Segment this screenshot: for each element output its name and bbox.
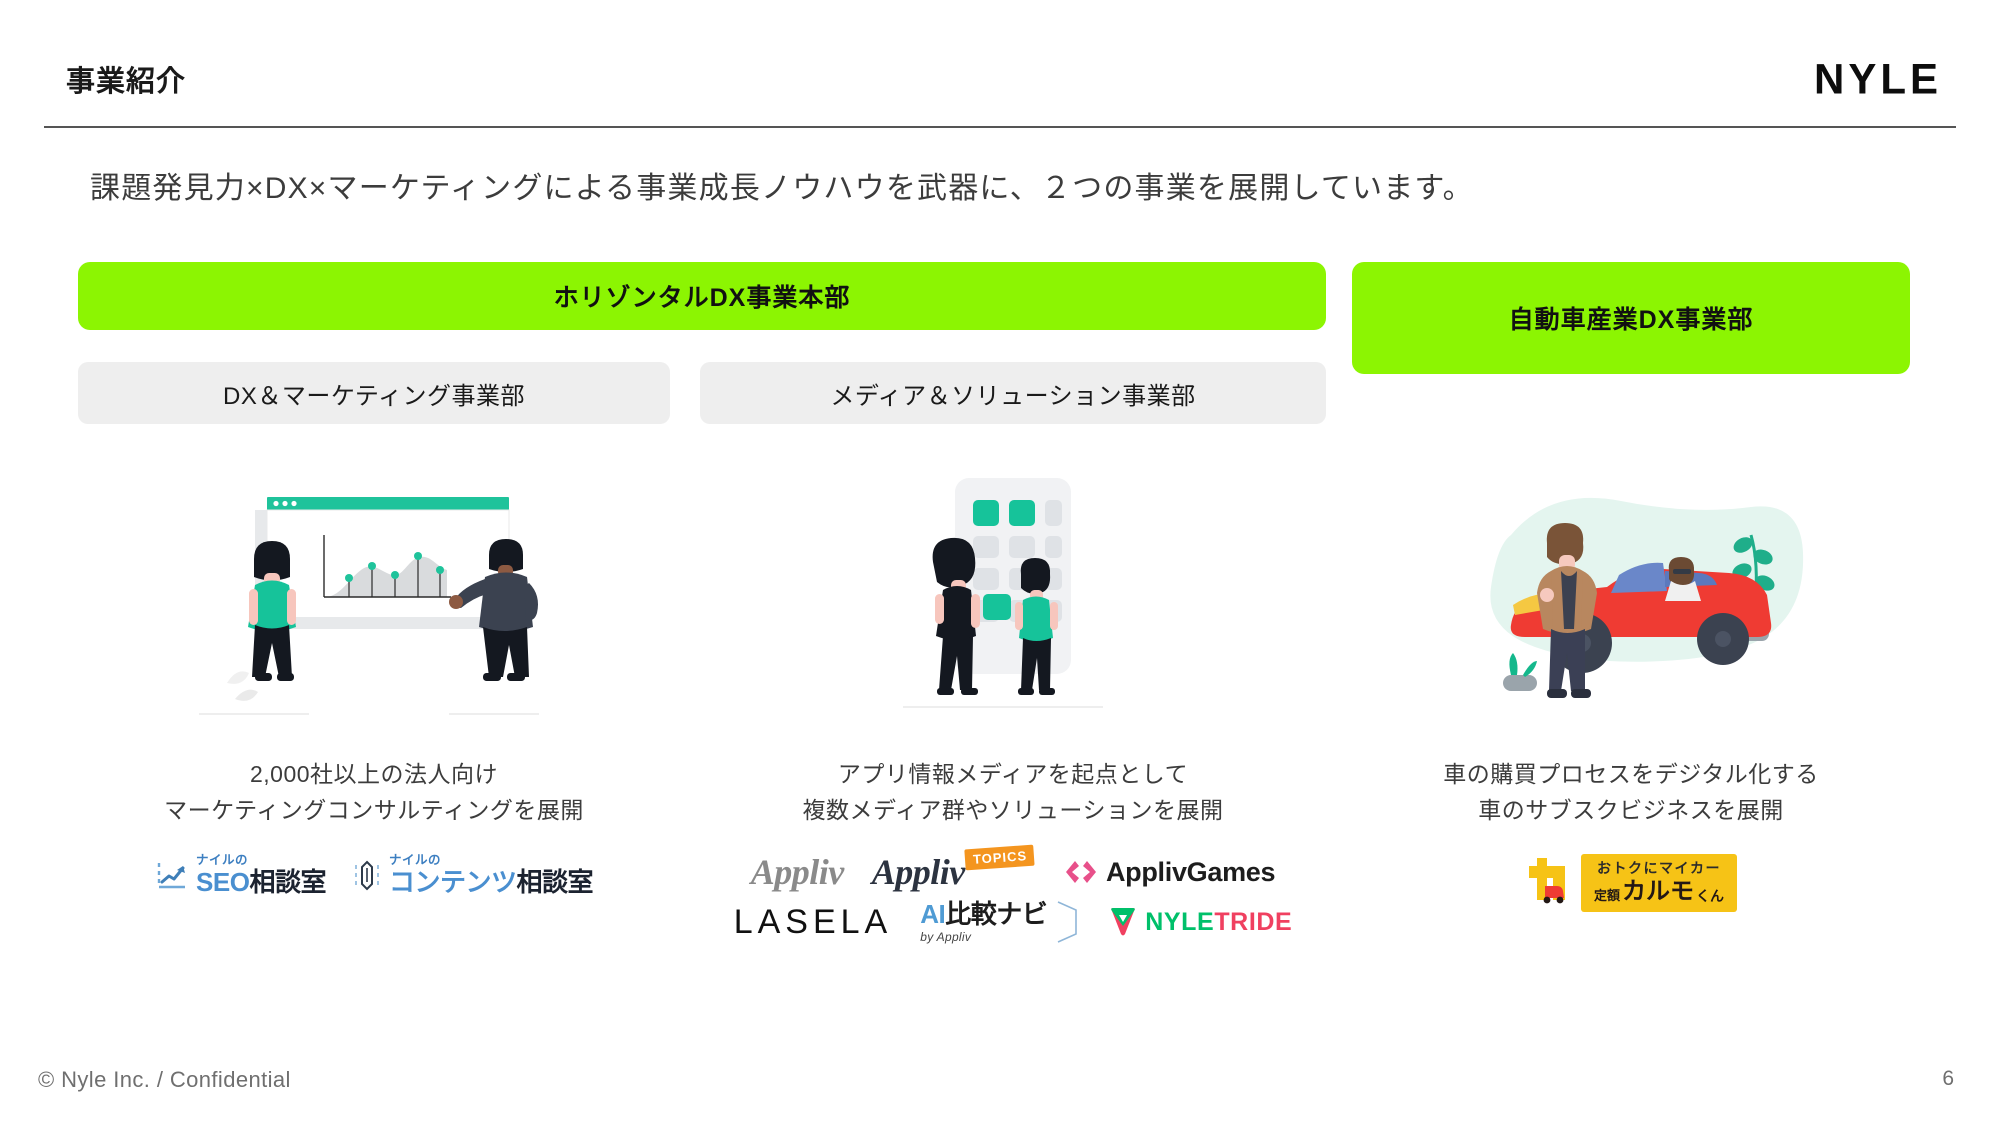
logo-karumo-kun: おトクにマイカー 定額カルモくん	[1525, 854, 1737, 913]
group-header-horizontal-dx: ホリゾンタルDX事業本部	[78, 262, 1326, 330]
line-chart-icon	[157, 862, 186, 888]
page-title: 事業紹介	[66, 66, 187, 98]
column-dx-marketing-logos: ナイルの SEO相談室 ナイルの コンテンツ相談室	[78, 854, 670, 895]
caption-line-1: 2,000社以上の法人向け	[249, 761, 499, 787]
caption-line-1: アプリ情報メディアを起点として	[837, 761, 1189, 787]
column-dx-marketing: 2,000社以上の法人向け マーケティングコンサルティングを展開 ナイルの SE…	[78, 455, 670, 895]
column-automotive-dx-logos: おトクにマイカー 定額カルモくん	[1352, 854, 1910, 913]
logo-contents-main: コンテンツ相談室	[388, 866, 594, 897]
column-media-solution-logos: Appliv Appliv TOPICS ApplivGames LASELA …	[700, 844, 1326, 946]
bracket-icon	[1057, 901, 1078, 944]
logo-karumo-suffix: くん	[1696, 888, 1724, 905]
presentation-chart-illustration	[78, 455, 670, 735]
logo-appliv: Appliv	[750, 852, 845, 893]
logo-contents-sub: ナイルの	[388, 853, 441, 868]
logo-karumo-prefix: 定額	[1593, 888, 1620, 904]
caption-line-2: マーケティングコンサルティングを展開	[164, 796, 584, 823]
logo-karumo-bottom: 定額カルモくん	[1594, 880, 1724, 904]
footer-copyright: © Nyle Inc. / Confidential	[38, 1067, 291, 1092]
division-bar-media-solution: メディア＆ソリューション事業部	[700, 362, 1326, 424]
column-automotive-dx: 車の購買プロセスをデジタル化する 車のサブスクビジネスを展開 おトクにマイカー …	[1352, 455, 1910, 913]
logo-seo-sub: ナイルの	[196, 853, 249, 868]
caption-line-2: 車のサブスクビジネスを展開	[1478, 796, 1784, 823]
logo-ai-hikaku-navi: AI比較ナビ by Appliv	[920, 898, 1080, 946]
diamond-link-icon	[1065, 861, 1096, 884]
column-media-solution-caption: アプリ情報メディアを起点として 複数メディア群やソリューションを展開	[700, 757, 1326, 828]
pencil-icon	[354, 860, 379, 890]
logo-row-1: Appliv Appliv TOPICS ApplivGames	[700, 844, 1326, 893]
caption-line-2: 複数メディア群やソリューションを展開	[802, 796, 1224, 823]
nyle-brand-logo: NYLE	[1813, 54, 1942, 103]
logo-karumo-top: おトクにマイカー	[1596, 860, 1721, 877]
slide-header: 事業紹介 NYLE	[0, 0, 2000, 128]
logo-appliv-games-word: ApplivGames	[1105, 856, 1276, 887]
logo-appliv-topics-badge: TOPICS	[964, 844, 1035, 871]
logo-nyle-contents-soudanshitsu: ナイルの コンテンツ相談室	[352, 854, 593, 895]
triangle-mark-icon	[1111, 908, 1136, 936]
division-bar-dx-marketing: DX＆マーケティング事業部	[78, 362, 670, 424]
logo-seo-main: SEO相談室	[196, 866, 326, 897]
logo-appliv-games: ApplivGames	[1063, 856, 1276, 887]
logo-nyle-seo-soudanshitsu: ナイルの SEO相談室	[155, 854, 326, 895]
logo-nyle-tride-word: NYLETRIDE	[1145, 907, 1293, 936]
group-header-horizontal-dx-label: ホリゾンタルDX事業本部	[553, 284, 851, 312]
logo-karumo-main: カルモ	[1622, 878, 1694, 906]
column-media-solution: アプリ情報メディアを起点として 複数メディア群やソリューションを展開 Appli…	[700, 455, 1326, 946]
division-bar-media-solution-label: メディア＆ソリューション事業部	[830, 382, 1196, 410]
lead-paragraph: 課題発見力×DX×マーケティングによる事業成長ノウハウを武器に、２つの事業を展開…	[90, 172, 1474, 205]
logo-lasela: LASELA	[733, 903, 893, 942]
logo-ai-hikaku-byline: by Appliv	[920, 930, 972, 945]
footer-page-number: 6	[1942, 1067, 1954, 1090]
caption-line-1: 車の購買プロセスをデジタル化する	[1443, 761, 1819, 787]
column-automotive-dx-caption: 車の購買プロセスをデジタル化する 車のサブスクビジネスを展開	[1352, 757, 1910, 828]
logo-appliv-topics: Appliv TOPICS	[871, 844, 1035, 893]
logo-ai-hikaku-word: AI比較ナビ	[920, 899, 1048, 930]
logo-appliv-topics-word: Appliv	[871, 852, 966, 893]
car-mark-icon	[1528, 858, 1565, 904]
group-header-automotive-dx-label: 自動車産業DX事業部	[1508, 306, 1754, 334]
app-media-people-illustration	[700, 455, 1326, 735]
header-divider	[44, 126, 1956, 128]
logo-nyle-tride: NYLETRIDE	[1108, 904, 1292, 940]
division-bar-dx-marketing-label: DX＆マーケティング事業部	[223, 382, 525, 410]
red-car-people-illustration	[1352, 455, 1910, 735]
column-dx-marketing-caption: 2,000社以上の法人向け マーケティングコンサルティングを展開	[78, 757, 670, 828]
group-header-automotive-dx: 自動車産業DX事業部	[1352, 262, 1910, 374]
logo-row-2: LASELA AI比較ナビ by Appliv NYLETRIDE	[700, 898, 1326, 946]
